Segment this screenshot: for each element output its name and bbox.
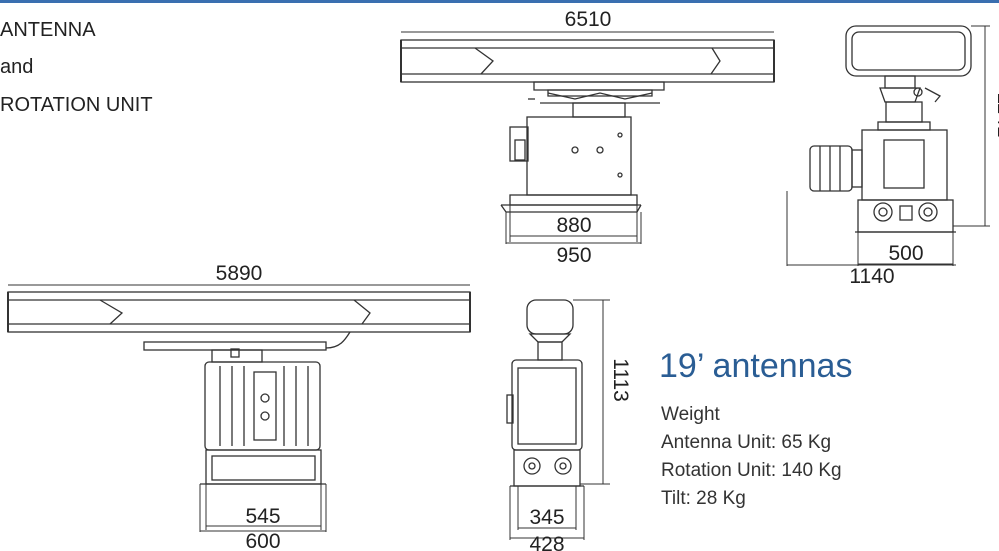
heading-line-rotation-unit: ROTATION UNIT — [0, 94, 153, 116]
dim-6510: 6510 — [565, 8, 612, 31]
top-side-motor — [809, 145, 853, 192]
dim-545: 545 — [245, 505, 280, 528]
top-front-view — [400, 31, 775, 244]
top-side-base — [857, 199, 954, 233]
dim-1113: 1113 — [609, 358, 632, 402]
dim-5890: 5890 — [216, 262, 263, 285]
top-front-gearbox — [526, 116, 632, 196]
top-front-shaft — [572, 102, 626, 118]
spec-title: 19’ antennas — [659, 347, 853, 385]
bottom-side-view — [506, 299, 610, 540]
spec-antenna-unit: Antenna Unit: 65 Kg — [661, 432, 832, 453]
spec-tilt: Tilt: 28 Kg — [661, 488, 746, 509]
dim-600: 600 — [245, 530, 280, 551]
top-front-base — [509, 194, 638, 206]
dim-500: 500 — [888, 242, 923, 265]
dim-950: 950 — [556, 244, 591, 267]
bottom-side-gearbox — [511, 359, 583, 451]
dim-880: 880 — [556, 214, 591, 237]
heading-line-antenna: ANTENNA — [0, 19, 96, 41]
bottom-front-base — [205, 449, 322, 485]
bottom-front-antenna — [7, 291, 471, 333]
dim-1141: 1141 — [993, 92, 999, 137]
top-side-view — [786, 25, 990, 266]
heading-line-and: and — [0, 56, 34, 78]
top-front-motor — [509, 126, 529, 162]
dim-345: 345 — [529, 506, 564, 529]
top-rule — [0, 0, 999, 3]
bottom-side-antenna — [526, 299, 574, 335]
spec-rotation-unit: Rotation Unit: 140 Kg — [661, 460, 842, 481]
bottom-front-view — [7, 284, 471, 532]
top-front-antenna — [400, 39, 775, 83]
top-side-antenna — [845, 25, 972, 77]
dim-1140: 1140 — [849, 265, 894, 288]
spec-weight-label: Weight — [661, 404, 720, 425]
dim-428: 428 — [529, 533, 564, 551]
bottom-front-gearbox — [204, 361, 321, 451]
